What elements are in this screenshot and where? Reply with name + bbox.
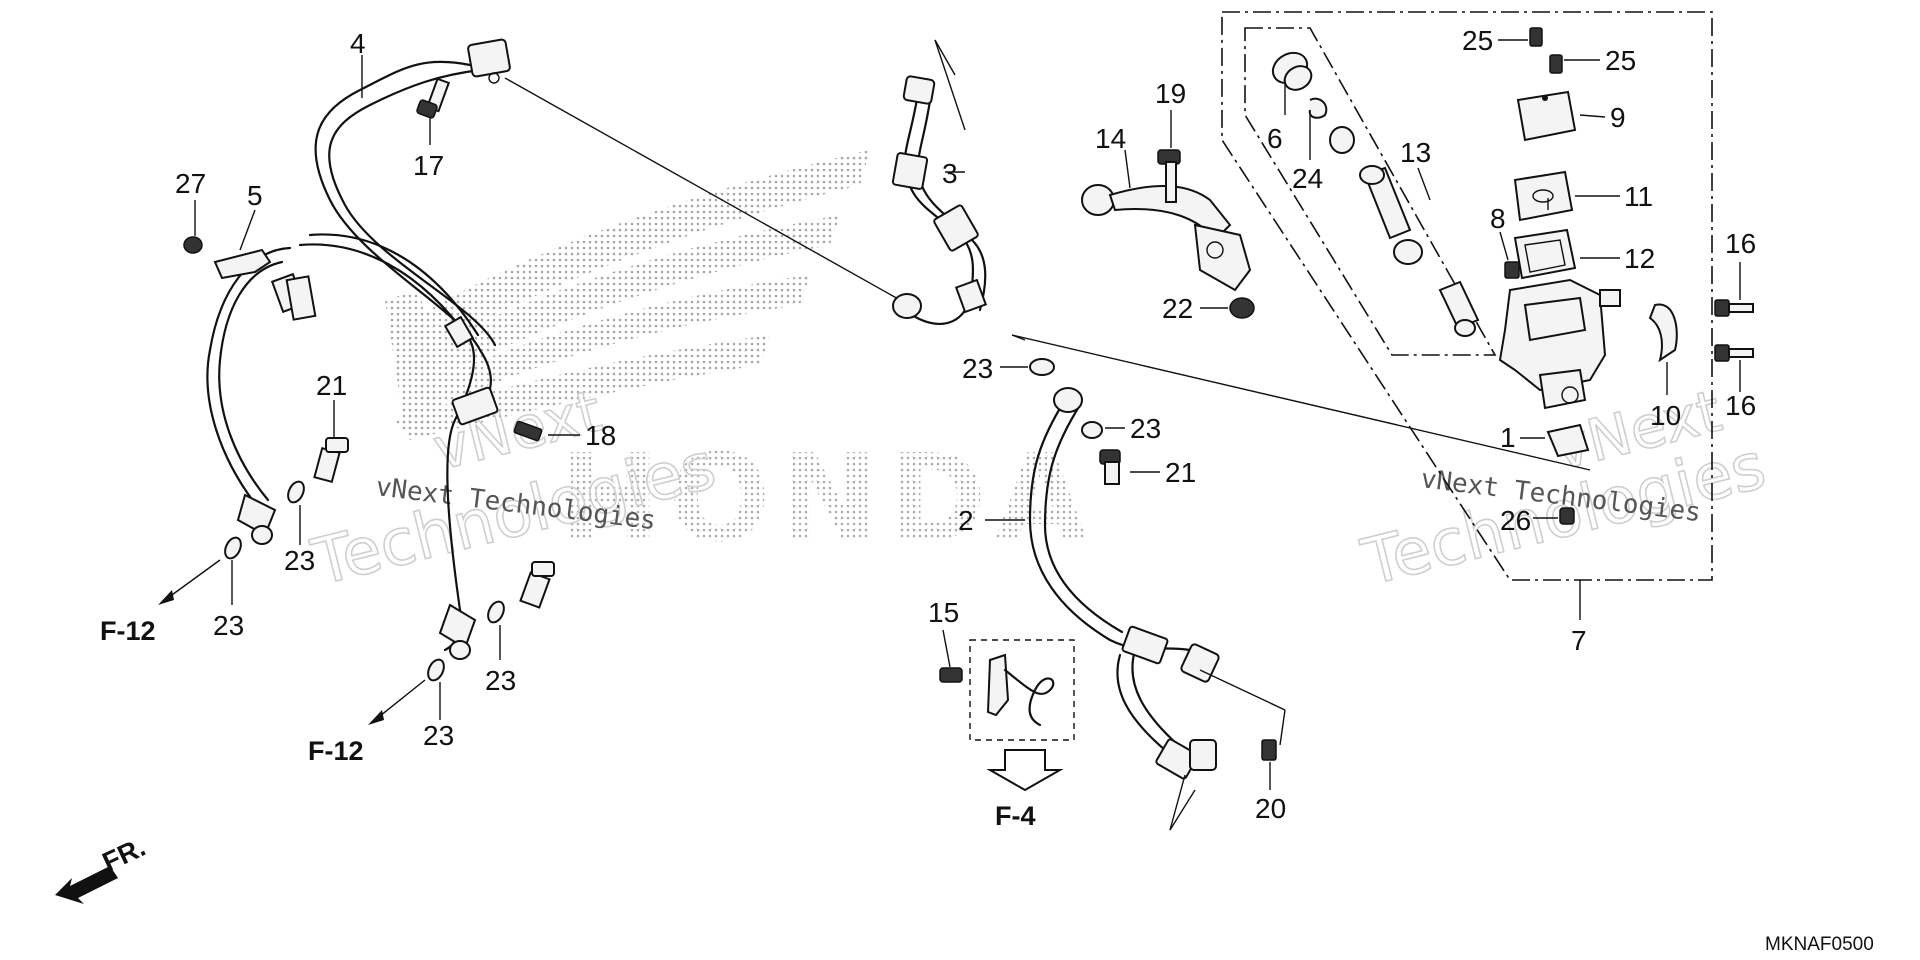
brand-wing-background <box>385 150 870 440</box>
bolt-21-left <box>313 437 349 484</box>
diaphragm-12 <box>1513 228 1620 280</box>
master-cylinder-frame <box>1221 11 1713 581</box>
brake-hose-2 <box>985 387 1286 831</box>
callout-23-lower-a: 23 <box>485 665 516 696</box>
bolt-17 <box>416 77 451 119</box>
piston-kit-frame <box>1244 27 1497 356</box>
callout-3: 3 <box>942 158 958 189</box>
screw-26 <box>1533 507 1575 525</box>
callout-16-top: 16 <box>1725 228 1756 259</box>
brand-background-text: HONDA <box>560 430 1095 569</box>
brake-lever-14 <box>1081 149 1252 292</box>
callout-2: 2 <box>958 505 974 536</box>
callout-20: 20 <box>1255 793 1286 824</box>
callout-21-left: 21 <box>316 370 347 401</box>
callout-23-left-a: 23 <box>284 545 315 576</box>
callout-23-lower-b: 23 <box>423 720 454 751</box>
nut-27 <box>183 236 203 254</box>
washer-23-middle-a <box>1029 358 1055 376</box>
diagram-code: MKNAF0500 <box>1765 934 1874 955</box>
callout-25-left: 25 <box>1462 25 1493 56</box>
callout-24: 24 <box>1292 163 1323 194</box>
callout-9: 9 <box>1610 102 1626 133</box>
callout-5: 5 <box>247 180 263 211</box>
callout-18: 18 <box>585 420 616 451</box>
holder-10 <box>1648 303 1678 395</box>
callout-4: 4 <box>350 28 366 59</box>
callout-14: 14 <box>1095 123 1126 154</box>
brake-hose-3 <box>891 39 988 325</box>
ref-label-f4: F-4 <box>995 801 1036 831</box>
callout-13: 13 <box>1400 137 1431 168</box>
master-cylinder-body <box>1498 278 1621 410</box>
screw-18 <box>513 420 543 442</box>
callout-21-middle: 21 <box>1165 457 1196 488</box>
screw-8 <box>1499 231 1520 279</box>
stop-switch-1 <box>1520 423 1590 458</box>
sensor-bracket-assembly <box>939 629 1075 792</box>
callout-labels: 1 2 3 4 5 6 7 8 9 10 11 12 13 14 15 16 1… <box>175 25 1756 824</box>
callout-16-bottom: 16 <box>1725 390 1756 421</box>
sealing-washers-23 <box>224 480 505 682</box>
callout-25-right: 25 <box>1605 45 1636 76</box>
callout-23-middle-right: 23 <box>1130 413 1161 444</box>
callout-1: 1 <box>1500 422 1516 453</box>
reservoir-cap-9 <box>1516 90 1606 142</box>
ref-label-f12-top: F-12 <box>100 616 156 646</box>
callout-11: 11 <box>1624 181 1653 212</box>
ref-arrow-f12-bottom <box>368 679 426 725</box>
washer-23-middle-b <box>1081 421 1103 439</box>
leader-lines-middle <box>1000 334 1591 473</box>
bolt-21-lower <box>519 561 555 609</box>
callout-15: 15 <box>928 597 959 628</box>
leader-lines-left <box>194 55 901 720</box>
ref-arrow-f12-top <box>158 559 221 605</box>
callout-22: 22 <box>1162 293 1193 324</box>
screw-20 <box>1261 739 1277 790</box>
bolt-21-middle <box>1099 449 1121 485</box>
callout-17: 17 <box>413 150 444 181</box>
callout-23-left-b: 23 <box>213 610 244 641</box>
screws-25 <box>1498 27 1600 74</box>
watermark-right: vNext Technologies vNext Technologies <box>1354 376 1773 602</box>
ref-label-f12-bottom: F-12 <box>308 736 364 766</box>
callout-27: 27 <box>175 168 206 199</box>
callout-19: 19 <box>1155 78 1186 109</box>
callout-8: 8 <box>1490 203 1506 234</box>
callout-12: 12 <box>1624 243 1655 274</box>
brake-hose-upper-4 <box>206 38 511 660</box>
callout-10: 10 <box>1650 400 1681 431</box>
callout-26: 26 <box>1500 505 1531 536</box>
leader-lines-kit <box>1284 80 1549 210</box>
piston-kit-parts <box>1271 51 1480 337</box>
nut-22 <box>1200 297 1255 319</box>
bolts-16 <box>1714 262 1754 392</box>
clamp-5 <box>213 248 272 280</box>
callout-23-middle-left: 23 <box>962 353 993 384</box>
diaphragm-plate-11 <box>1513 170 1620 222</box>
front-direction-arrow <box>55 866 118 904</box>
callout-6: 6 <box>1267 123 1283 154</box>
callout-7: 7 <box>1571 625 1587 656</box>
pivot-bolt-19 <box>1157 110 1181 203</box>
